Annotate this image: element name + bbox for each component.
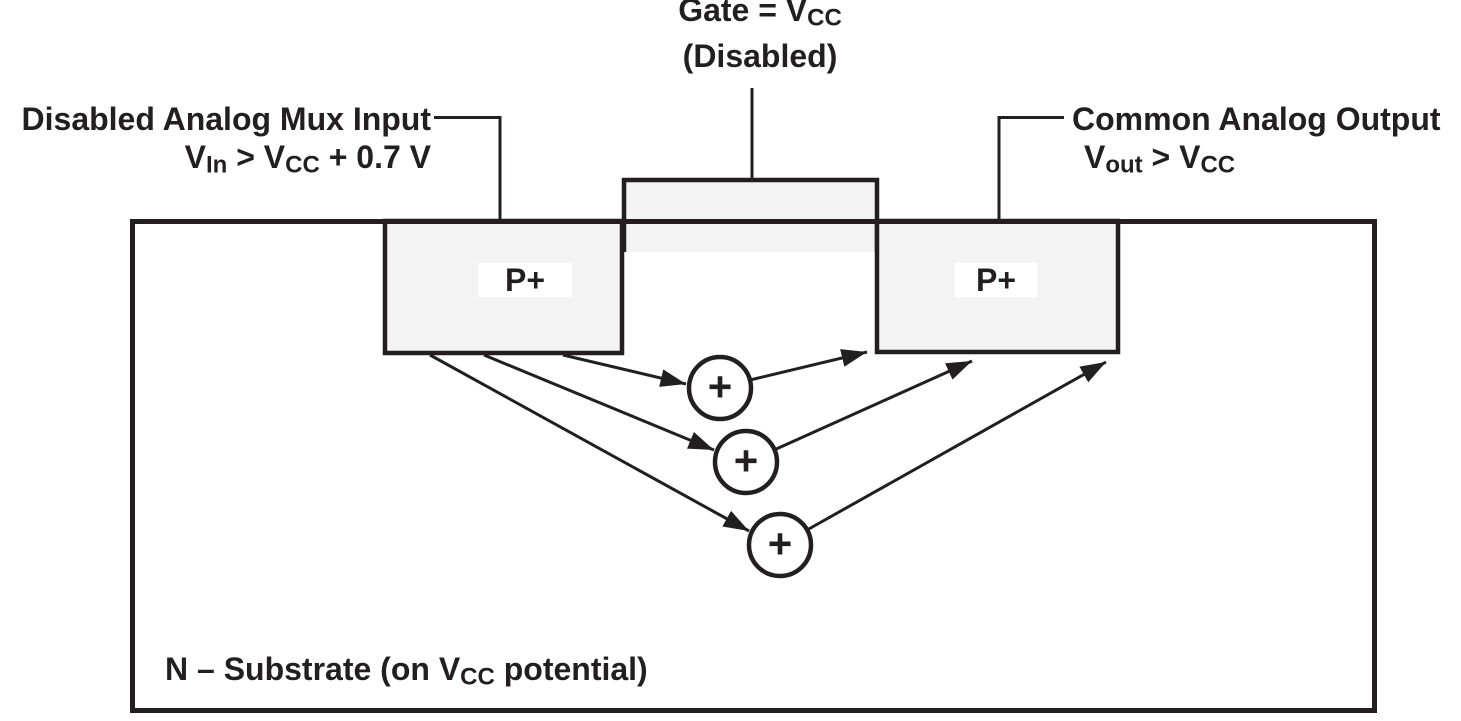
hole-flow-arrow-in-1 (562, 353, 687, 387)
p-plus-label-input: P+ (478, 262, 572, 298)
hole-flow-arrow-in-3 (429, 353, 750, 533)
hole-carrier-circle-1 (686, 354, 754, 422)
hole-flow-arrow-out-3 (806, 360, 1107, 532)
gate-label: Gate = VCC (Disabled) (610, 0, 910, 75)
output-gt-v: > V (1142, 139, 1201, 175)
n-substrate-outline (130, 219, 1377, 713)
hole-flow-arrow-in-2 (483, 353, 715, 452)
hole-plus-symbol-2: + (734, 437, 759, 484)
p-plus-label-output: P+ (955, 262, 1037, 298)
gate-region (624, 180, 877, 252)
input-v: V (184, 139, 206, 175)
hole-plus-symbol-3: + (768, 520, 793, 567)
input-label-line1: Disabled Analog Mux Input (21, 101, 431, 137)
gate-label-line1: Gate = VCC (610, 0, 910, 37)
gate-label-subscript: CC (807, 4, 842, 32)
substrate-label: N – Substrate (on VCC potential) (165, 650, 648, 696)
output-label-connector (997, 116, 1064, 221)
input-label-connector (434, 116, 502, 221)
input-threshold: + 0.7 V (319, 139, 431, 175)
input-label: Disabled Analog Mux Input VIn > VCC + 0.… (0, 100, 431, 184)
input-v-subscript: In (206, 151, 228, 179)
gate-label-line2: (Disabled) (682, 38, 838, 75)
input-label-line2: VIn > VCC + 0.7 V (0, 138, 431, 184)
output-label-line2: Vout > VCC (1072, 138, 1441, 184)
hole-plus-symbol-1: + (708, 363, 733, 410)
substrate-vcc-subscript: CC (460, 663, 495, 691)
hole-carrier-circle-2 (712, 428, 780, 496)
output-v: V (1084, 139, 1106, 175)
gate-label-text: Gate = V (678, 0, 808, 28)
output-label-line1: Common Analog Output (1072, 101, 1441, 137)
hole-carrier-circle-3 (746, 511, 814, 579)
hole-flow-arrow-out-1 (749, 349, 868, 382)
hole-flow-arrow-out-2 (773, 359, 973, 452)
input-gt-v: > V (227, 139, 286, 175)
output-v-subscript: out (1105, 151, 1143, 179)
output-label: Common Analog Output Vout > VCC (1072, 100, 1441, 184)
substrate-label-text-2: potential) (494, 651, 648, 687)
input-vcc-subscript: CC (285, 151, 320, 179)
substrate-label-text: N – Substrate (on V (165, 651, 461, 687)
output-vcc-subscript: CC (1200, 151, 1236, 179)
